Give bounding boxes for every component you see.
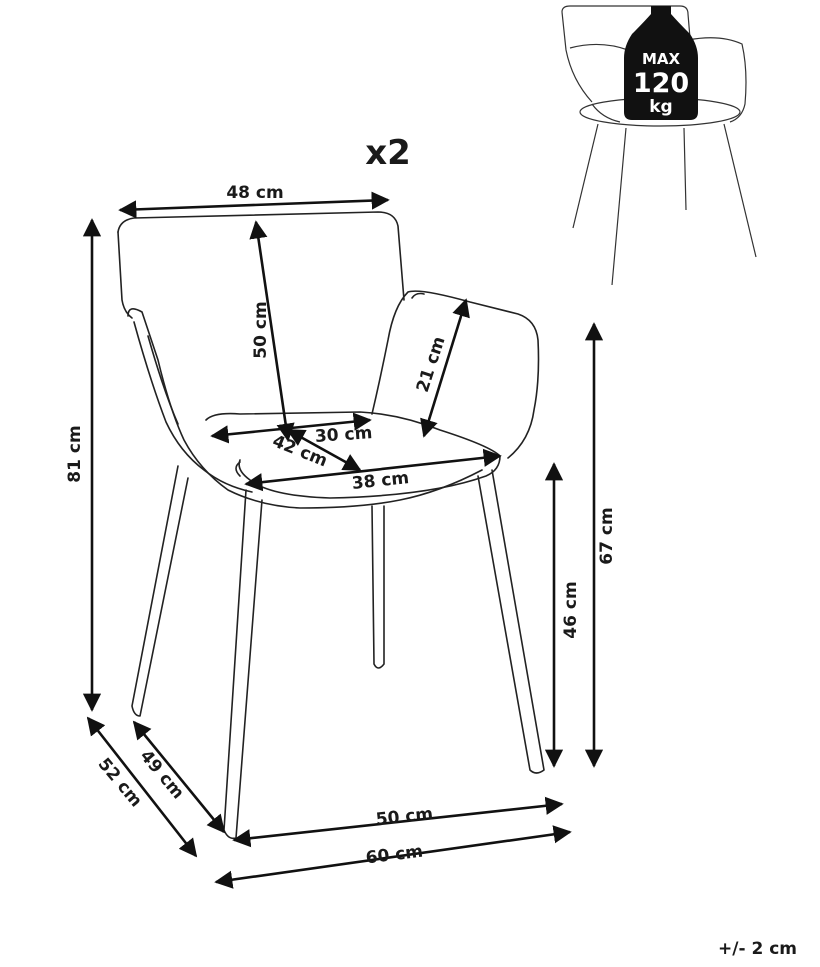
label-total-width: 60 cm xyxy=(365,842,424,869)
chair-leg-left-back xyxy=(131,465,189,717)
main-chair-outline xyxy=(117,211,545,840)
chair-armrest-right xyxy=(371,290,540,459)
badge-number: 120 xyxy=(633,68,689,99)
label-armrest-height: 21 cm xyxy=(413,334,450,395)
small-chair-back xyxy=(561,5,691,39)
chair-leg-front-right xyxy=(477,469,545,774)
label-leg-width: 50 cm xyxy=(375,804,434,830)
arrow-seat-width-back xyxy=(210,412,372,444)
badge-unit: kg xyxy=(649,97,672,117)
label-seat-width-back: 30 cm xyxy=(314,423,373,447)
tolerance-note: +/- 2 cm xyxy=(718,939,797,959)
label-width-top: 48 cm xyxy=(226,183,283,203)
badge-max: MAX xyxy=(642,50,681,68)
arrow-width-top xyxy=(118,191,390,219)
label-total-height: 81 cm xyxy=(65,425,85,482)
small-chair-arms xyxy=(569,37,747,123)
arrow-total-depth xyxy=(86,716,198,858)
arrow-leg-depth xyxy=(132,720,226,834)
chair-leg-back-right xyxy=(371,505,385,669)
chair-leg-front-left xyxy=(223,489,263,840)
arrow-armrest-height xyxy=(420,298,470,438)
small-chair-legs xyxy=(572,123,757,286)
arrow-back-height xyxy=(249,220,295,442)
label-back-height: 50 cm xyxy=(251,301,271,358)
dimension-labels: 48 cm 50 cm 21 cm 30 cm 42 cm 38 cm 81 c… xyxy=(65,183,617,868)
chair-shell xyxy=(127,308,483,509)
weight-badge xyxy=(624,6,698,120)
label-seat-floor: 46 cm xyxy=(561,581,581,638)
quantity-label: x2 xyxy=(365,133,411,173)
label-armrest-floor: 67 cm xyxy=(597,507,617,564)
dimension-arrows xyxy=(82,191,604,889)
arrow-total-width xyxy=(214,825,572,889)
arrow-seat-width-front xyxy=(244,448,502,492)
weight-capacity-illustration: MAX 120 kg xyxy=(561,5,757,286)
